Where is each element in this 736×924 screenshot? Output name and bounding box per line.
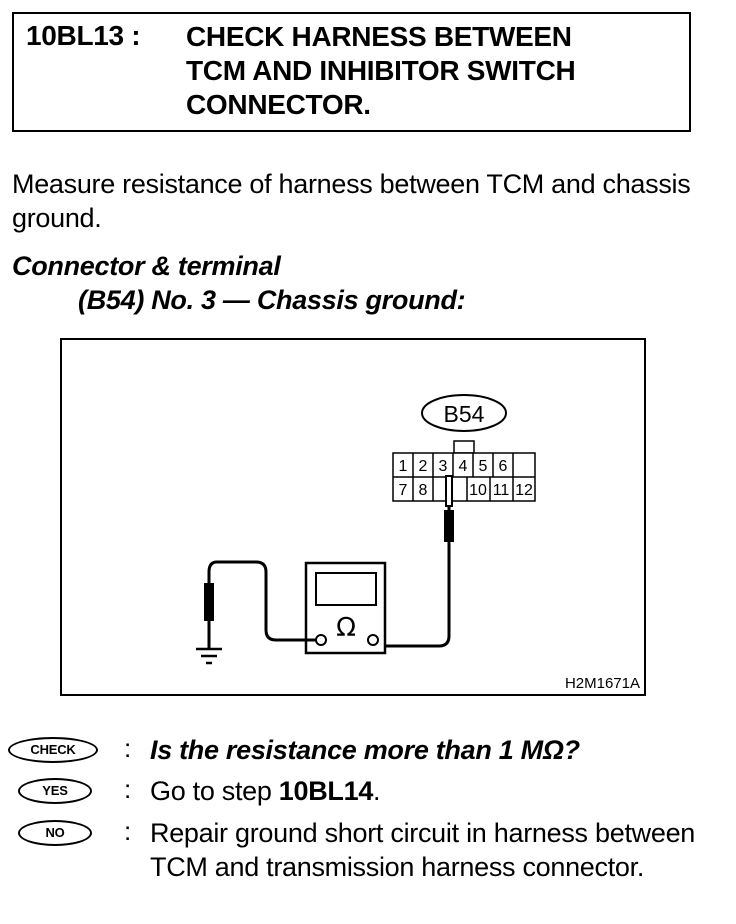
pin-label: 2 xyxy=(419,458,428,475)
figure-code: H2M1671A xyxy=(565,675,640,692)
connector-heading: Connector & terminal xyxy=(12,251,281,281)
probe-handle-right xyxy=(444,510,454,542)
check-question: Is the resistance more than 1 MΩ? xyxy=(150,735,580,765)
yes-text-suffix: . xyxy=(373,776,381,806)
step-title: CHECK HARNESS BETWEEN TCM AND INHIBITOR … xyxy=(186,20,686,122)
no-badge-icon: NO xyxy=(18,820,92,846)
yes-step-link[interactable]: 10BL14 xyxy=(278,776,374,806)
pin-label: 1 xyxy=(399,458,408,475)
connector-label: B54 xyxy=(444,401,485,427)
pin-label: 5 xyxy=(479,458,488,475)
instruction-text: Measure resistance of harness between TC… xyxy=(12,169,691,233)
pin-label: 6 xyxy=(499,458,508,475)
pin-label: 4 xyxy=(459,458,468,475)
check-badge-icon: CHECK xyxy=(8,737,98,763)
ohmmeter xyxy=(304,561,387,655)
harness-diagram: B54 1 2 3 4 5 6 7 8 xyxy=(60,338,646,696)
pin-label: 10 xyxy=(469,482,487,499)
check-colon: : xyxy=(124,733,132,763)
no-colon: : xyxy=(124,816,132,846)
chassis-ground-icon xyxy=(196,647,222,665)
connector-detail: (B54) No. 3 — Chassis ground: xyxy=(78,285,466,315)
yes-colon: : xyxy=(124,774,132,804)
yes-badge-icon: YES xyxy=(18,778,92,804)
connector-label-ellipse xyxy=(421,394,507,432)
no-text: Repair ground short circuit in harness b… xyxy=(150,818,695,882)
pin-label: 3 xyxy=(439,458,448,475)
test-lead-left xyxy=(207,560,317,642)
yes-text-prefix: Go to step xyxy=(150,776,279,806)
connector-lock-tab xyxy=(453,440,475,454)
test-lead-right xyxy=(380,542,451,648)
probe-handle-left xyxy=(204,583,214,621)
step-title-line: CHECK HARNESS BETWEEN xyxy=(186,21,572,52)
diagram-drawing: B54 1 2 3 4 5 6 7 8 xyxy=(196,394,640,692)
step-title-line: TCM AND INHIBITOR SWITCH xyxy=(186,55,576,86)
step-title-line: CONNECTOR. xyxy=(186,89,371,120)
pin-label: 11 xyxy=(493,482,510,499)
pin-label: 12 xyxy=(515,482,533,499)
pin-label: 7 xyxy=(399,482,408,499)
probe-lead xyxy=(445,475,453,507)
b54-connector xyxy=(392,452,536,502)
yes-text: Go to step 10BL14. xyxy=(150,774,381,808)
step-id: 10BL13 : xyxy=(26,20,141,51)
pin-label: 8 xyxy=(419,482,428,499)
ohm-symbol: Ω xyxy=(336,613,356,643)
step-header-box: 10BL13 : CHECK HARNESS BETWEEN TCM AND I… xyxy=(12,12,691,132)
